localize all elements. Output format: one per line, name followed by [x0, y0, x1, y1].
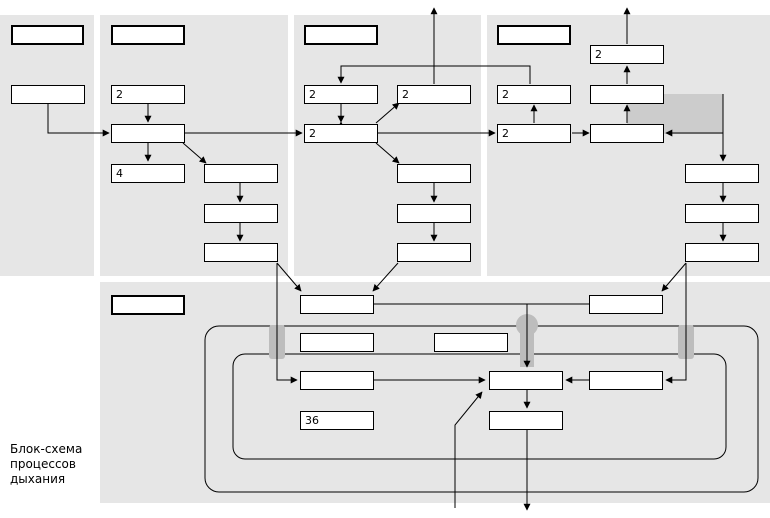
box-bottom-membrane-left	[300, 333, 374, 352]
box-bottom-collector-left	[300, 295, 374, 314]
box-bottom-input-right	[589, 371, 663, 390]
box-stage1-branch-1	[204, 164, 278, 183]
diagram-caption: Блок-схема процессов дыхания	[10, 442, 82, 487]
box-stage3-main: 2	[497, 124, 571, 143]
box-stage2-main: 2	[304, 124, 378, 143]
box-stage2-branch-2	[397, 204, 471, 223]
box-stage2-branch-1	[397, 164, 471, 183]
box-bottom-output	[489, 411, 563, 430]
header-box-stage-2	[304, 25, 378, 45]
box-stage3-branch-3	[685, 243, 759, 262]
header-box-bottom	[111, 295, 185, 315]
box-stage1-branch-3	[204, 243, 278, 262]
box-stage2-top-left: 2	[304, 85, 378, 104]
box-bottom-total: 36	[300, 411, 374, 430]
panel-bottom	[100, 282, 770, 503]
header-box-input	[11, 25, 84, 45]
panel-stage-1	[100, 15, 288, 276]
box-stage3-branch-2	[685, 204, 759, 223]
box-stage3-upper-left: 2	[497, 85, 571, 104]
box-stage1-main	[111, 124, 185, 143]
box-stage1-top: 2	[111, 85, 185, 104]
box-stage3-top: 2	[590, 45, 664, 64]
header-box-stage-3	[497, 25, 571, 45]
caption-line-1: Блок-схема	[10, 442, 83, 456]
box-bottom-center	[489, 371, 563, 390]
box-stage3-branch-1	[685, 164, 759, 183]
box-stage3-middle-right	[590, 124, 664, 143]
box-stage1-output: 4	[111, 164, 185, 183]
box-bottom-membrane-middle	[434, 333, 508, 352]
box-stage1-branch-2	[204, 204, 278, 223]
box-stage2-top-right: 2	[397, 85, 471, 104]
box-stage2-branch-3	[397, 243, 471, 262]
outer-cycle-loop	[204, 325, 759, 493]
caption-line-3: дыхания	[10, 472, 66, 486]
panel-stage-2	[294, 15, 481, 276]
box-input	[11, 85, 85, 104]
box-bottom-input-left	[300, 371, 374, 390]
panel-input	[0, 15, 94, 276]
header-box-stage-1	[111, 25, 185, 45]
inner-cycle-loop	[232, 353, 727, 460]
caption-line-2: процессов	[10, 457, 76, 471]
box-stage3-upper-right	[590, 85, 664, 104]
box-bottom-collector-right	[589, 295, 663, 314]
